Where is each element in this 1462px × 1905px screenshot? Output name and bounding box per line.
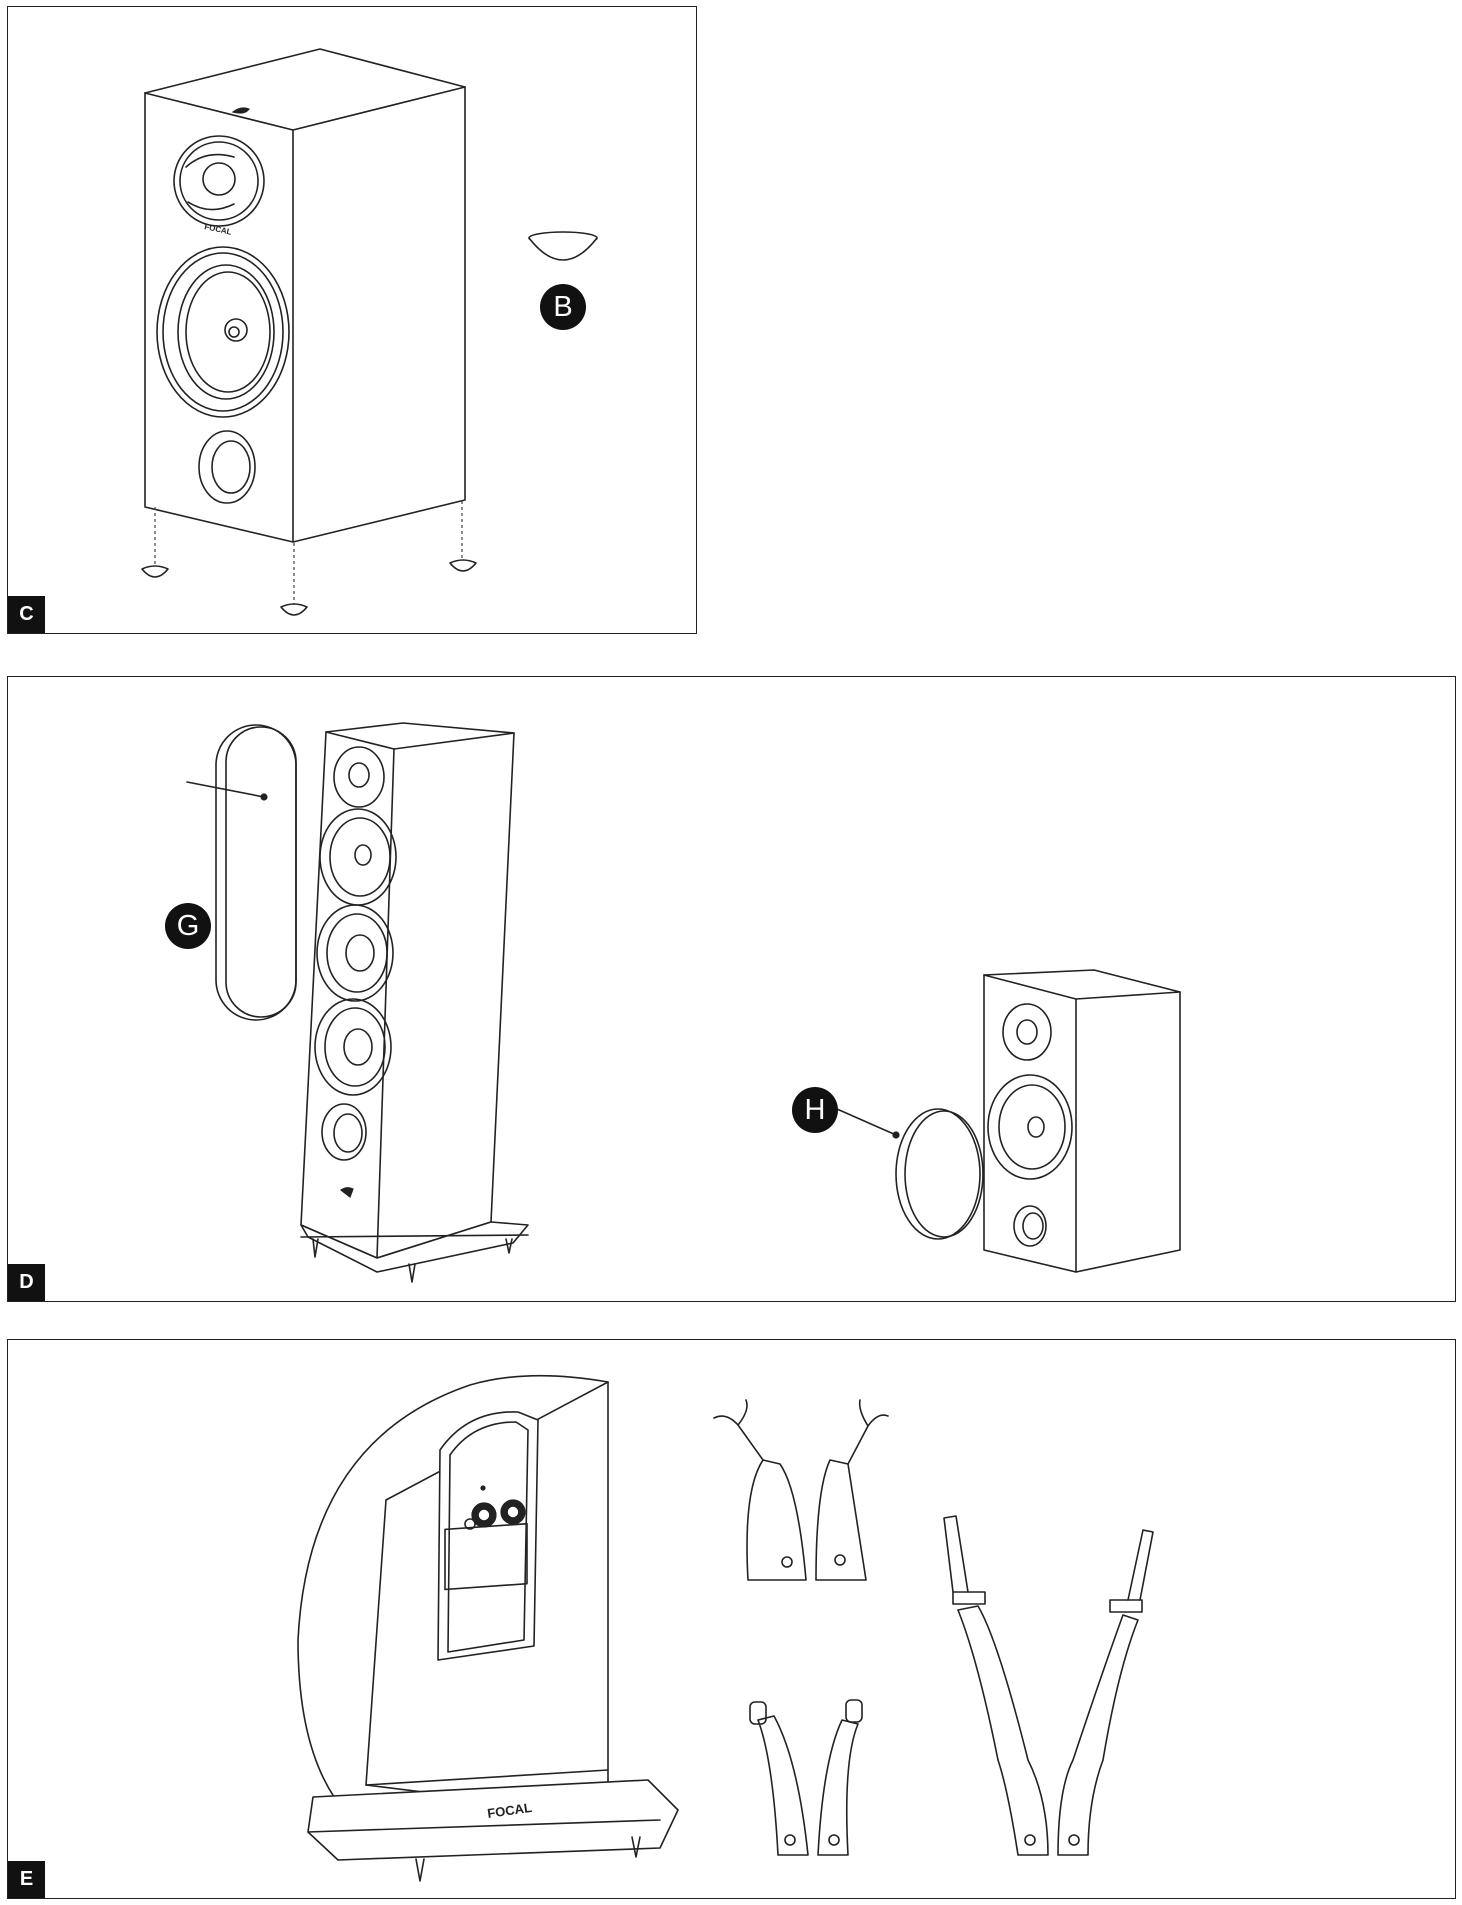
panel-c-tag: C [8, 596, 45, 633]
foot-cup-icon [280, 603, 308, 616]
spike-feet [141, 501, 477, 616]
woofer-icon [987, 1074, 1073, 1180]
focal-top-logo-icon [231, 107, 250, 114]
tweeter-icon [333, 746, 385, 808]
panel-c-illustration: FOCAL [141, 48, 598, 616]
binding-posts-icon [464, 1485, 526, 1530]
tweeter-icon [1002, 1003, 1052, 1061]
bass-port-icon [198, 430, 256, 504]
speaker-rear-terminal-view: FOCAL [297, 1374, 679, 1882]
panel-e-illustration: FOCAL [297, 1374, 1154, 1882]
foot-cup-icon [449, 559, 477, 572]
callout-g: G [165, 903, 211, 949]
panel-c: FOCAL [7, 6, 697, 634]
foot-cup-b-icon [528, 231, 598, 261]
bass-port-icon [1013, 1205, 1047, 1247]
banana-plugs-icon [749, 1699, 863, 1856]
grille-g-icon [186, 724, 297, 1021]
spike-icon [415, 1836, 641, 1882]
foot-cup-icon [141, 565, 169, 578]
floorstanding-speaker [300, 722, 529, 1283]
callout-h: H [792, 1087, 838, 1133]
panel-e: FOCAL [7, 1339, 1456, 1899]
bass-port-icon [321, 1103, 367, 1161]
panel-d-tag: D [8, 1264, 45, 1301]
pin-connectors-icon [943, 1515, 1154, 1856]
spade-connectors-icon [713, 1399, 889, 1581]
panel-d-illustration [186, 722, 1181, 1283]
callout-b: B [540, 284, 586, 330]
panel-e-tag: E [8, 1861, 45, 1898]
woofer-icon [316, 904, 394, 1002]
tweeter-icon [173, 135, 265, 227]
tweeter-cover-h-icon [836, 1108, 984, 1240]
bookshelf-speaker: FOCAL [144, 48, 466, 543]
bookshelf-speaker [983, 969, 1181, 1273]
focal-logo-icon [339, 1187, 354, 1198]
panel-d: G H D [7, 676, 1456, 1302]
woofer-icon [314, 998, 392, 1096]
plinth-focal-logo: FOCAL [486, 1800, 532, 1821]
woofer-icon [156, 246, 290, 418]
